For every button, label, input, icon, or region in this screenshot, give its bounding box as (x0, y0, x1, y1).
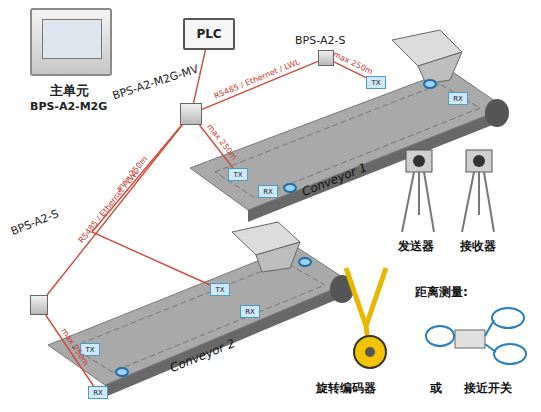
encoder-wheel (354, 336, 386, 368)
tx-box: TX (210, 283, 230, 296)
main-unit: 主单元BPS-A2-M2G (30, 8, 112, 76)
encoder-arm (346, 268, 386, 342)
text-label: 距离测量: (415, 284, 468, 301)
conveyor-belt (48, 246, 350, 385)
stand (402, 172, 434, 232)
node-text: RX (453, 95, 463, 103)
cable-line (202, 61, 318, 109)
node-text: BPS-A2-S (9, 207, 61, 238)
encoder-head (424, 80, 436, 88)
tx-box: TX (228, 168, 248, 181)
rx-box: RX (88, 386, 108, 399)
node-text: TX (85, 346, 94, 354)
node-text: TX (215, 286, 224, 294)
encoder-head (116, 368, 128, 376)
node-text: RX (93, 389, 103, 397)
encoder-head (284, 184, 296, 192)
node-text: BPS-A2-S (295, 34, 345, 47)
transmitter-device (406, 150, 432, 172)
node-text: PLC (196, 27, 221, 41)
node-text: BPS-A2-M2G-MV (111, 62, 200, 102)
rx-box: RX (258, 185, 278, 198)
connector (202, 61, 318, 109)
rx-box: RX (240, 305, 260, 318)
rx-box: RX (448, 92, 468, 105)
connector (47, 125, 182, 295)
chain-loop (215, 84, 480, 198)
text-label: 接收器 (460, 238, 496, 255)
lens (473, 155, 485, 167)
cable-line (47, 125, 182, 295)
text-label: 或 (430, 380, 442, 397)
roller (485, 99, 509, 127)
cable-coil (492, 308, 524, 328)
cable-coil (494, 344, 526, 364)
text-label: 发送器 (398, 238, 434, 255)
hopper-body (256, 242, 300, 272)
lens (413, 155, 425, 167)
edge-label: RS485 / Ethernet / LWL (213, 57, 301, 101)
connector (46, 315, 94, 386)
node-text: RX (245, 308, 255, 316)
node-text: RX (263, 188, 273, 196)
cable-line (194, 50, 206, 103)
tx-box: TX (366, 76, 386, 89)
text-label: 旋转编码器 (316, 380, 376, 397)
cable-coil (426, 326, 454, 346)
proximity-box (455, 330, 485, 348)
node-text: BPS-A2-M2G (30, 100, 107, 113)
plc-box: PLC (183, 18, 235, 50)
cable-line (46, 315, 94, 386)
connector (194, 50, 206, 103)
receiver-device (466, 150, 492, 172)
slave-unit: BPS-A2-S (318, 50, 334, 66)
stand (462, 172, 494, 232)
screen (42, 19, 102, 59)
hopper-body (418, 52, 462, 84)
master-unit: BPS-A2-M2G-MV (180, 103, 202, 125)
node-text: 主单元 (50, 82, 89, 100)
text-label: 接近开关 (464, 380, 512, 397)
node-text: TX (371, 79, 380, 87)
cable (485, 320, 496, 352)
encoder-head (299, 258, 311, 266)
wheel-hub (365, 347, 375, 357)
slave-unit: BPS-A2-S (30, 295, 48, 315)
node-text: TX (233, 171, 242, 179)
